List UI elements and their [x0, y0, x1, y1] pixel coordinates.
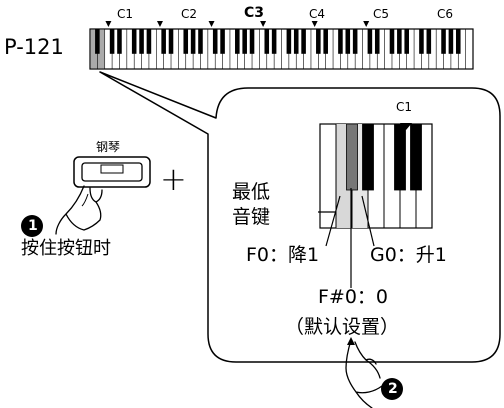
octave-marker [311, 21, 318, 27]
black-key [345, 29, 351, 54]
black-key [117, 29, 122, 54]
hand-pressing-button-icon [55, 185, 103, 235]
black-key [220, 29, 225, 54]
step-1-number: 1 [28, 218, 38, 234]
black-key [168, 29, 174, 54]
model-label: P-121 [4, 35, 64, 59]
zoom-octave-label: C1 [396, 100, 413, 114]
black-key [404, 29, 409, 54]
black-key [264, 29, 270, 54]
piano-button-label: 钢琴 [96, 140, 121, 154]
zoom-black-key [394, 123, 406, 191]
f0-flat-label: F0：降1 [246, 244, 320, 266]
zoom-black-key [410, 123, 422, 191]
zoomed-keyboard [319, 123, 433, 229]
black-key [293, 29, 299, 54]
octave-marker [208, 21, 215, 27]
zoom-black-key [362, 123, 374, 191]
step-2-number: 2 [388, 381, 398, 397]
black-key [249, 29, 255, 54]
black-key [183, 29, 189, 54]
octave-label-c1: C1 [117, 7, 134, 21]
step-1-badge-icon [21, 215, 43, 237]
f0-leader-line [325, 195, 341, 247]
piano-button [73, 156, 151, 188]
black-key [316, 29, 321, 54]
black-key [242, 29, 247, 54]
black-key [389, 29, 395, 54]
octave-label-c3: C3 [244, 5, 265, 21]
octave-label-c2: C2 [181, 7, 198, 21]
black-key [301, 29, 306, 54]
instruction-text: 按住按钮时 [21, 238, 111, 259]
black-key [235, 29, 240, 54]
black-key [271, 29, 277, 54]
black-key [455, 29, 461, 54]
octave-marker [156, 21, 163, 27]
octave-marker [363, 21, 370, 27]
black-key [161, 29, 166, 54]
press-arrow-icon [347, 337, 355, 345]
octave-label-c6: C6 [437, 7, 454, 21]
black-key [139, 29, 144, 54]
lowest-key-label-line1: 最低 [232, 181, 271, 203]
black-key [109, 29, 115, 54]
black-key [441, 29, 446, 54]
black-key [198, 29, 203, 54]
black-key [95, 29, 100, 54]
black-key [419, 29, 424, 54]
black-key [146, 29, 152, 54]
black-key [397, 29, 402, 54]
full-keyboard [89, 28, 474, 70]
black-key [367, 29, 373, 54]
black-key [190, 29, 196, 54]
zoom-c1-marker [400, 123, 412, 130]
plus-sign: + [160, 160, 187, 198]
octave-label-c5: C5 [373, 7, 390, 21]
black-key [448, 29, 454, 54]
black-key [374, 29, 380, 54]
fsharp0-label: F#0：0 [318, 286, 389, 308]
hand-pressing-key-icon [345, 339, 383, 408]
octave-marker [105, 21, 112, 27]
octave-label-c4: C4 [309, 7, 326, 21]
default-setting-label: （默认设置） [285, 316, 400, 338]
black-key [352, 29, 358, 54]
black-key [286, 29, 292, 54]
g0-leader-line [361, 195, 375, 247]
octave-markers [105, 21, 370, 27]
black-key [323, 29, 328, 54]
step-2-badge-icon [381, 378, 403, 400]
black-key [212, 29, 218, 54]
octave-marker [260, 21, 267, 27]
zoom-black-key-fsharp0 [346, 123, 358, 191]
black-key [131, 29, 137, 54]
g0-sharp-label: G0：升1 [370, 244, 447, 266]
lowest-key-label-line2: 音键 [232, 206, 271, 228]
black-key [338, 29, 343, 54]
black-key [426, 29, 432, 54]
finger-detail-icon [81, 193, 89, 207]
